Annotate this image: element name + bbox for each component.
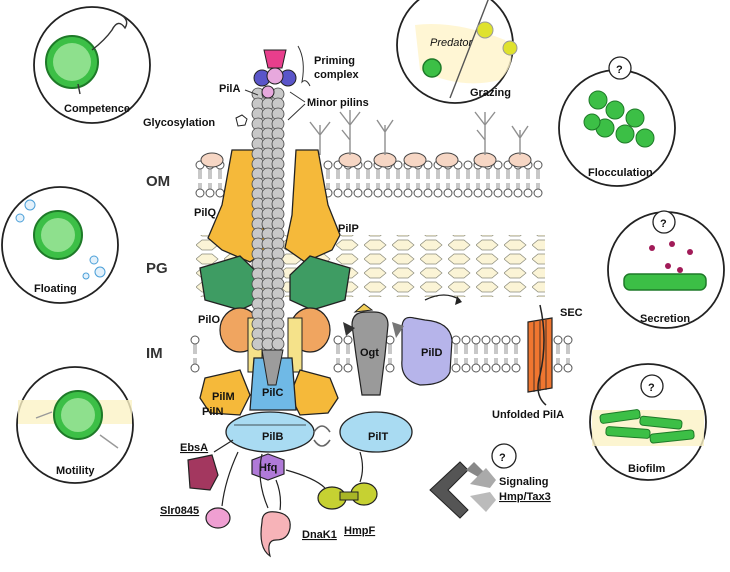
signaling-arrow [429,443,517,519]
minor-pilins-label: Minor pilins [307,97,369,109]
panel-floating-label: Floating [34,283,77,295]
slr0845-label: Slr0845 [160,505,199,517]
priming-label-2: complex [314,69,360,81]
sec-label: SEC [560,307,583,319]
panel-floating [1,186,119,304]
panel-grazing-label: Grazing [470,87,511,99]
signaling-question: ? [499,452,506,464]
secretion-question: ? [660,218,667,230]
panel-competence-label: Competence [64,103,130,115]
pilp-ring [199,255,351,311]
pilq-label: PilQ [194,207,216,219]
pilt-label: PilT [368,431,388,443]
panel-motility-label: Motility [56,465,95,477]
hfq-label: Hfq [259,462,277,474]
biofilm-question: ? [648,382,655,394]
lps-chains [309,110,529,155]
ebsa-label: EbsA [180,442,208,454]
panel-motility [16,366,134,484]
pilus-fiber [251,87,285,386]
dnak1-protein [260,511,291,558]
piln-label: PilN [202,406,223,418]
panel-competence [33,6,151,124]
panel-biofilm-label: Biofilm [628,463,665,475]
om-label: OM [146,173,170,190]
hmpf-label: HmpF [344,525,375,537]
pild-protein [392,316,453,386]
signaling-label: Signaling [499,476,549,488]
hmpf-protein [317,482,378,510]
pg-label: PG [146,260,168,277]
ogt-protein [343,303,389,396]
pilc-label: PilC [262,387,283,399]
slr0845-protein [205,507,231,529]
pila-label: PilA [219,83,240,95]
panel-biofilm [589,363,707,481]
dnak1-label: DnaK1 [302,529,337,541]
sec-translocon [527,304,553,406]
pilp-label: PilP [338,223,359,235]
interaction-arrows [213,439,364,511]
unfolded-pila-label: Unfolded PilA [492,409,564,421]
panel-secretion-label: Secretion [640,313,690,325]
inner-membrane [190,335,573,373]
pild-label: PilD [421,347,442,359]
outer-membrane [195,152,543,198]
exchange-arrows [313,425,331,447]
panel-flocculation [558,56,676,187]
priming-label-1: Priming [314,55,355,67]
pilm-label: PilM [212,391,235,403]
predator-label: Predator [430,37,474,49]
signaling-system-label: Hmp/Tax3 [499,491,551,503]
ogt-label: Ogt [360,347,379,359]
ebsa-protein [187,454,219,491]
im-label: IM [146,345,163,362]
glycosylation-label: Glycosylation [143,117,215,129]
priming-bracket [297,45,311,87]
flocculation-question: ? [616,64,623,76]
pilt-atpase [339,411,413,453]
panel-grazing [396,0,518,104]
panel-secretion [607,210,725,329]
pilb-label: PilB [262,431,283,443]
pilo-label: PilO [198,314,220,326]
panel-flocculation-label: Flocculation [588,167,653,179]
priming-complex [253,49,297,99]
